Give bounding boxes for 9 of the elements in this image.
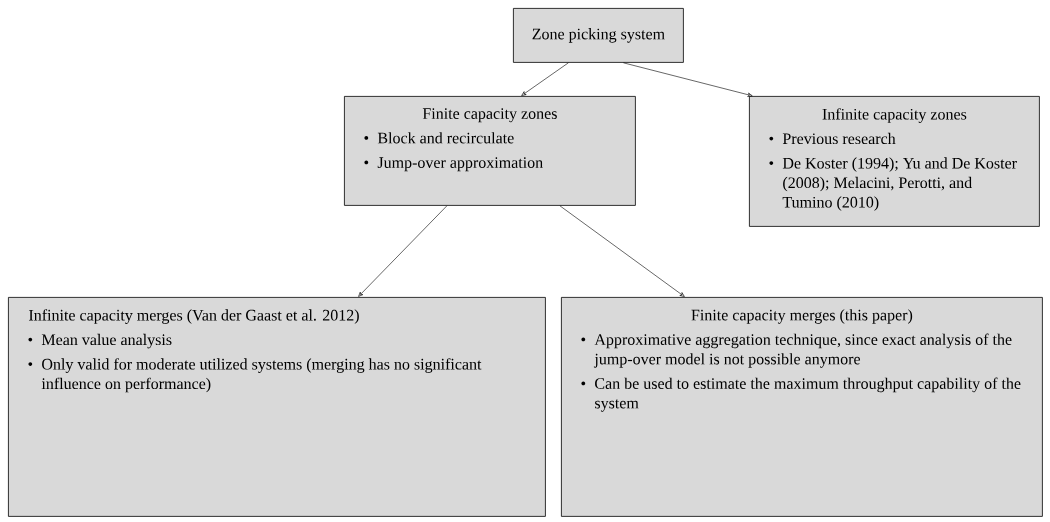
box: Infinite capacity merges (Van der Gaast et al. 2012) Mean value analysis Only valid for moderate utilized systems (merging has no significant influence on performance) [8,297,546,517]
arrow [358,205,448,297]
box: Finite capacity zones Block and recirculate Jump-over approximation [344,96,636,206]
box: Finite capacity merges (this paper) Approximative aggregation technique, since exact analysis of the jump-over model is not possible anymore Can be used to estimate the maximum throughput capability of the system [561,297,1043,517]
box: Zone picking system [513,8,684,63]
arrow [559,205,685,297]
box: Infinite capacity zones Previous research De Koster (1994); Yu and De Koster (2008); Melacini, Perotti, and Tumino (2010) [749,96,1040,227]
arrow [521,62,569,96]
arrow [623,62,753,97]
